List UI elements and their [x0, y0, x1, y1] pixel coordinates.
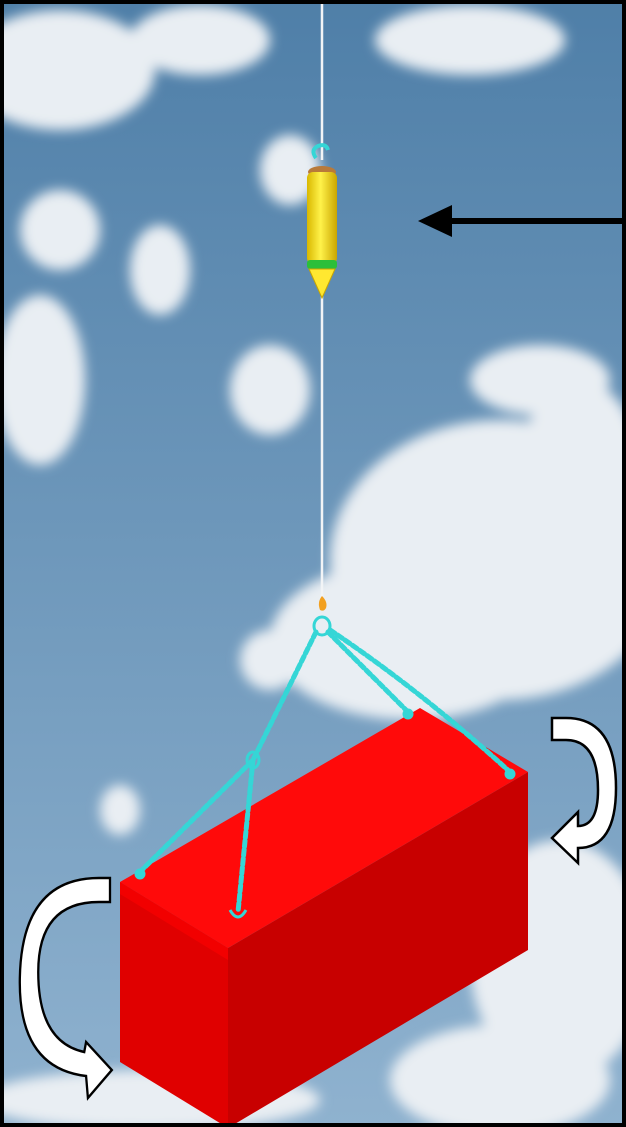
cloud	[130, 5, 270, 75]
sling-end-back	[404, 710, 412, 718]
swivel-ring	[307, 260, 337, 269]
cloud	[130, 225, 190, 315]
cloud	[100, 785, 140, 835]
swivel-body	[307, 172, 337, 264]
sling-end-right	[506, 770, 514, 778]
cloud	[20, 190, 100, 270]
sling-end-left	[136, 870, 144, 878]
cloud	[375, 5, 565, 75]
swivel-load-cell	[307, 145, 337, 298]
cloud	[230, 345, 310, 435]
